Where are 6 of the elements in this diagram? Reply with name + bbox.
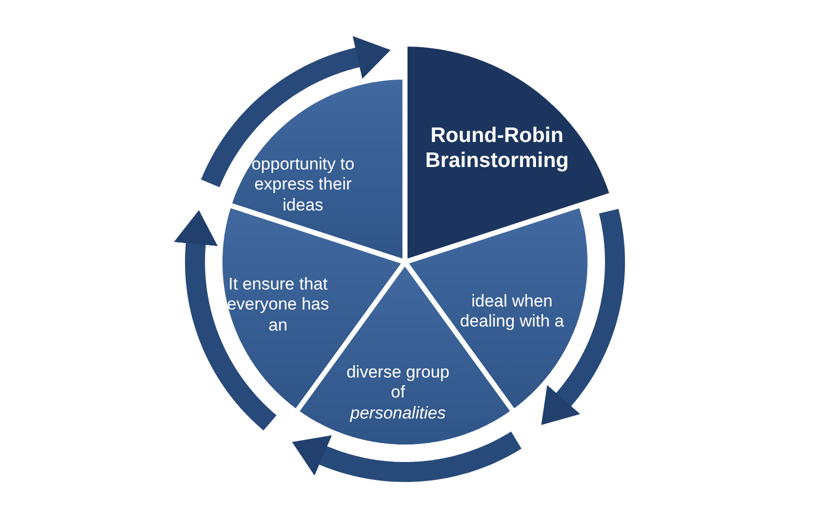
segment-title: Round-Robin Brainstorming xyxy=(424,122,570,174)
pie-segment xyxy=(229,77,405,262)
segment-text: opportunity to express their ideas xyxy=(250,154,356,216)
segment-text: It ensure that everyone has an xyxy=(226,274,330,336)
segment-text: diverse group of personalities xyxy=(345,362,450,424)
segment-text: ideal when dealing with a xyxy=(459,292,565,332)
